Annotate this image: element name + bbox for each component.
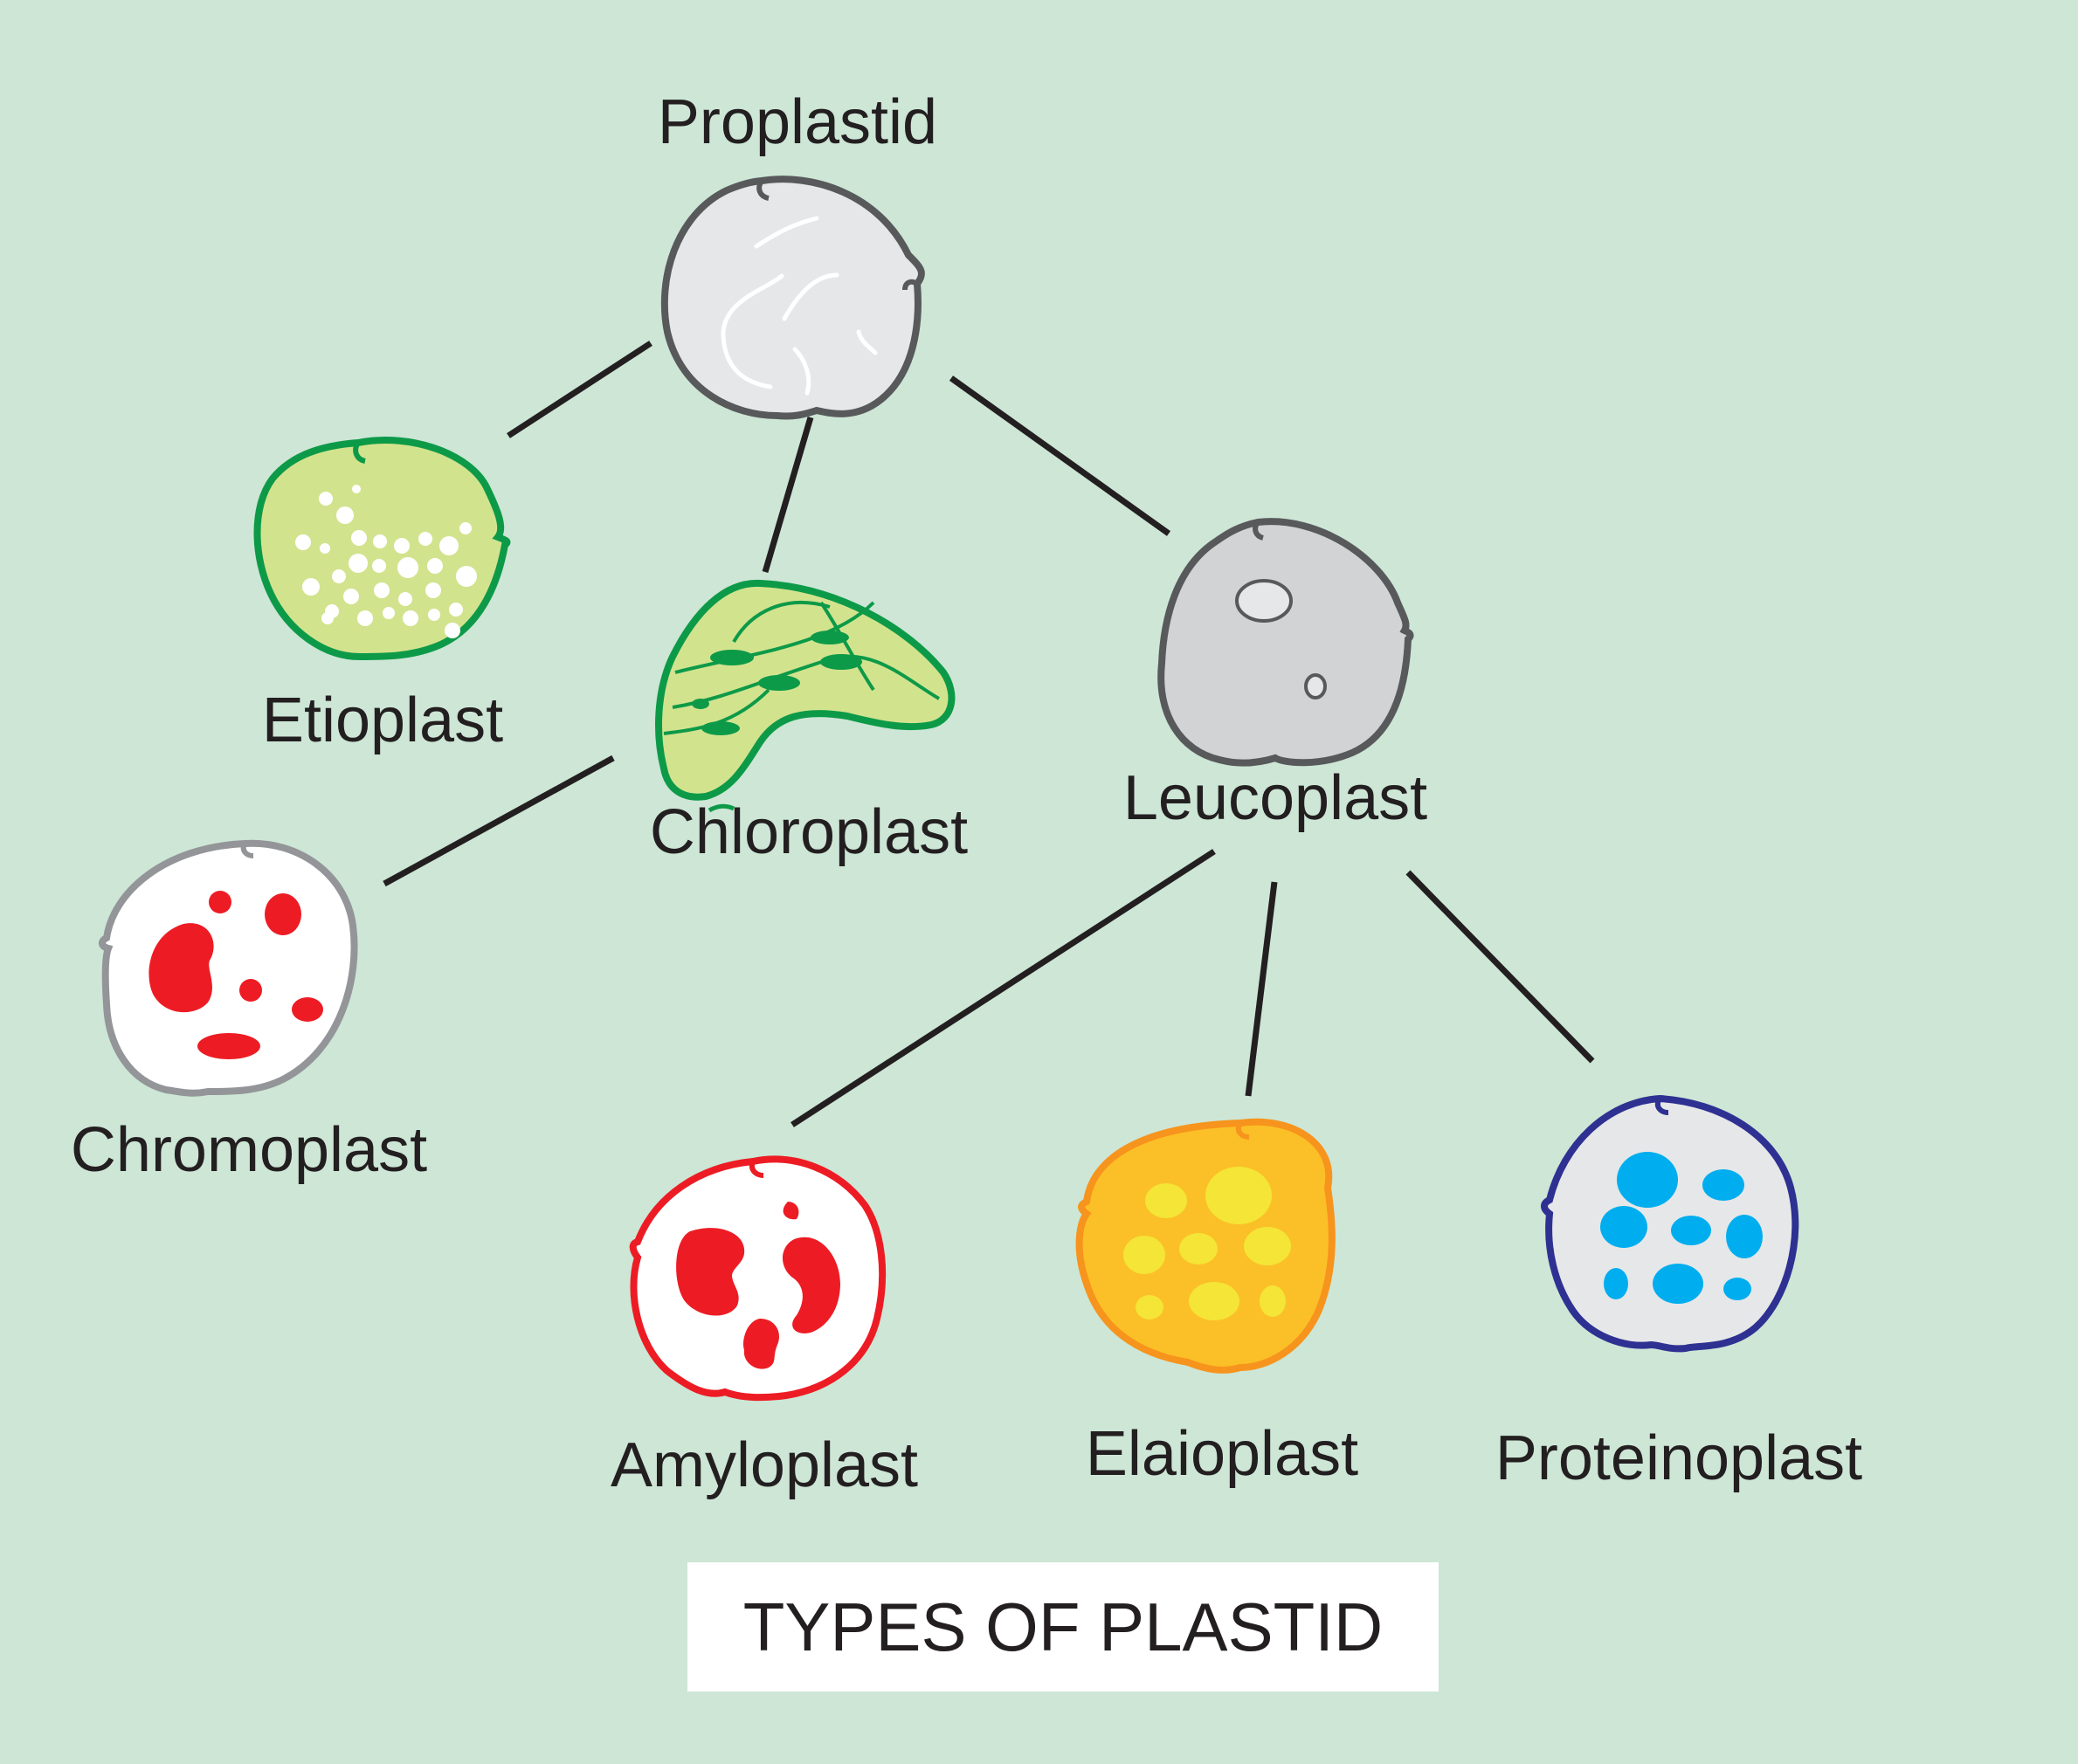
amyloplast-shape <box>629 1155 887 1402</box>
diagram-title: TYPES OF PLASTID <box>743 1588 1384 1665</box>
proteinoplast-label: Proteinoplast <box>1495 1423 1862 1493</box>
title-box: TYPES OF PLASTID <box>687 1562 1439 1692</box>
edge-leucoplast-elaioplast <box>1245 881 1278 1097</box>
edge-leucoplast-amyloplast <box>790 849 1216 1127</box>
amyloplast-label: Amyloplast <box>611 1430 918 1500</box>
chromoplast-label: Chromoplast <box>71 1115 427 1185</box>
proplastid-shape <box>660 176 925 420</box>
edge-proplastid-leucoplast <box>949 376 1171 536</box>
elaioplast-label: Elaioplast <box>1086 1419 1358 1489</box>
edge-proplastid-etioplast <box>507 341 652 438</box>
etioplast-shape <box>253 437 511 661</box>
proteinoplast-shape <box>1541 1094 1799 1353</box>
chromoplast-shape <box>99 839 358 1097</box>
proplastid-label: Proplastid <box>658 87 937 157</box>
chloroplast-shape <box>655 579 956 813</box>
edge-proplastid-chloroplast <box>762 417 814 573</box>
etioplast-label: Etioplast <box>262 686 503 755</box>
etioplast-prolamellar-bodies <box>295 485 477 638</box>
edge-chloroplast-chromoplast <box>383 755 615 887</box>
edge-leucoplast-proteinoplast <box>1405 870 1595 1064</box>
elaioplast-shape <box>1075 1118 1336 1374</box>
leucoplast-shape <box>1157 518 1414 767</box>
leucoplast-label: Leucoplast <box>1123 763 1427 833</box>
chloroplast-label: Chloroplast <box>650 797 968 867</box>
